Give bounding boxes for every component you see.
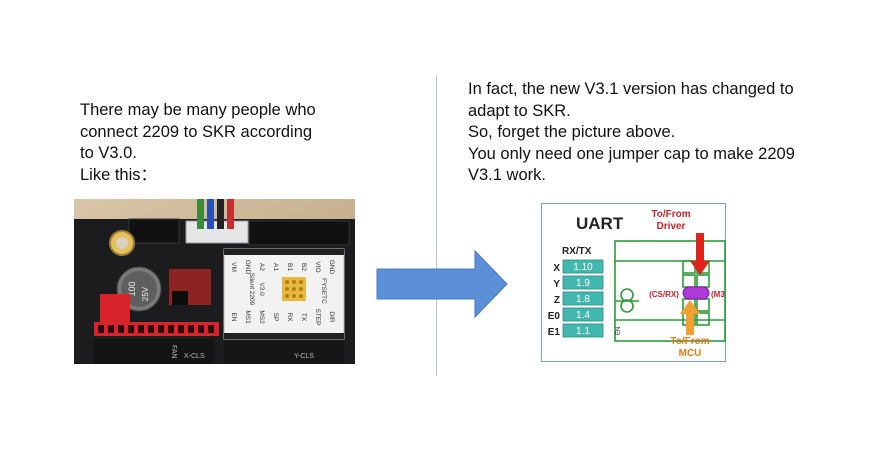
- driver-brand: FYSETC: [320, 278, 327, 304]
- left-text-line: to V3.0.: [80, 144, 137, 162]
- en-label: EN: [616, 327, 622, 335]
- pin-label: VM: [230, 262, 237, 272]
- capacitor-label: 100: [127, 281, 137, 296]
- right-text-line: So, forget the picture above.: [468, 123, 676, 141]
- axis-label: E0: [548, 311, 561, 322]
- down-arrow-icon: [690, 233, 710, 275]
- diagram-title: UART: [576, 214, 624, 233]
- pin-value: 1.4: [576, 310, 590, 321]
- pin-label: GND: [244, 260, 251, 275]
- mcu-label: To/From: [670, 336, 709, 347]
- capacitor-voltage: 25V: [141, 286, 150, 301]
- right-text-line: In fact, the new V3.1 version has change…: [468, 80, 794, 98]
- mcu-label: MCU: [679, 348, 702, 359]
- table-header: RX/TX: [562, 246, 592, 257]
- up-arrow-icon: [680, 300, 700, 335]
- pin-label: GND: [328, 260, 335, 275]
- pin-label: A1: [272, 263, 279, 271]
- right-arrow-icon: [376, 249, 508, 319]
- pin-value: 1.9: [576, 278, 590, 289]
- axis-label: E1: [548, 327, 561, 338]
- right-text-line: You only need one jumper cap to make 220…: [468, 144, 795, 163]
- axis-label: X-CLS: [184, 353, 205, 360]
- right-text-line: adapt to SKR.: [468, 101, 571, 120]
- axis-label: X: [553, 263, 560, 274]
- pin-label: SP: [272, 313, 279, 322]
- m3-label: (M3: [711, 290, 725, 299]
- pin-label: TX: [300, 313, 307, 322]
- pin-label: B2: [300, 263, 307, 271]
- pin-label: STEP: [314, 309, 321, 326]
- vertical-divider: [436, 76, 437, 376]
- axis-label: Z: [554, 295, 560, 306]
- right-explanation-text: In fact, the new V3.1 version has change…: [468, 79, 848, 187]
- uart-diagram: UART To/From Driver RX/TX X Y Z E0 E1 1.…: [541, 203, 726, 362]
- pin-label: RX: [286, 312, 293, 322]
- pin-label: EN: [230, 312, 237, 321]
- left-text-line: There may be many people who: [80, 101, 316, 119]
- right-text-line: V3.1 work.: [468, 166, 546, 184]
- pin-label: B1: [286, 263, 293, 271]
- pin-value: 1.10: [573, 262, 593, 273]
- left-text-line: connect 2209 to SKR according: [80, 122, 313, 141]
- pin-label: DIR: [328, 311, 335, 323]
- axis-label: Y-CLS: [294, 353, 314, 360]
- pin-value: 1.1: [576, 326, 590, 337]
- cs-label: (CS/RX): [649, 290, 679, 299]
- axis-label: Y: [553, 279, 560, 290]
- left-explanation-text: There may be many people who connect 220…: [80, 100, 380, 186]
- fan-label: FAN: [170, 345, 177, 359]
- pin-label: MS1: [244, 310, 251, 324]
- board-photo: 100 25V VM GND A2 A1 B1 B2: [74, 199, 355, 364]
- driver-name: Silent 2209: [248, 273, 255, 306]
- driver-version: V3.0: [258, 282, 265, 296]
- pin-label: MS2: [258, 310, 265, 324]
- driver-label: Driver: [657, 221, 686, 232]
- pin-value: 1.8: [576, 294, 590, 305]
- driver-label: To/From: [651, 209, 690, 220]
- pin-label: VIO: [314, 261, 321, 272]
- left-text-line: Like this：: [80, 165, 158, 184]
- pin-label: A2: [258, 263, 265, 271]
